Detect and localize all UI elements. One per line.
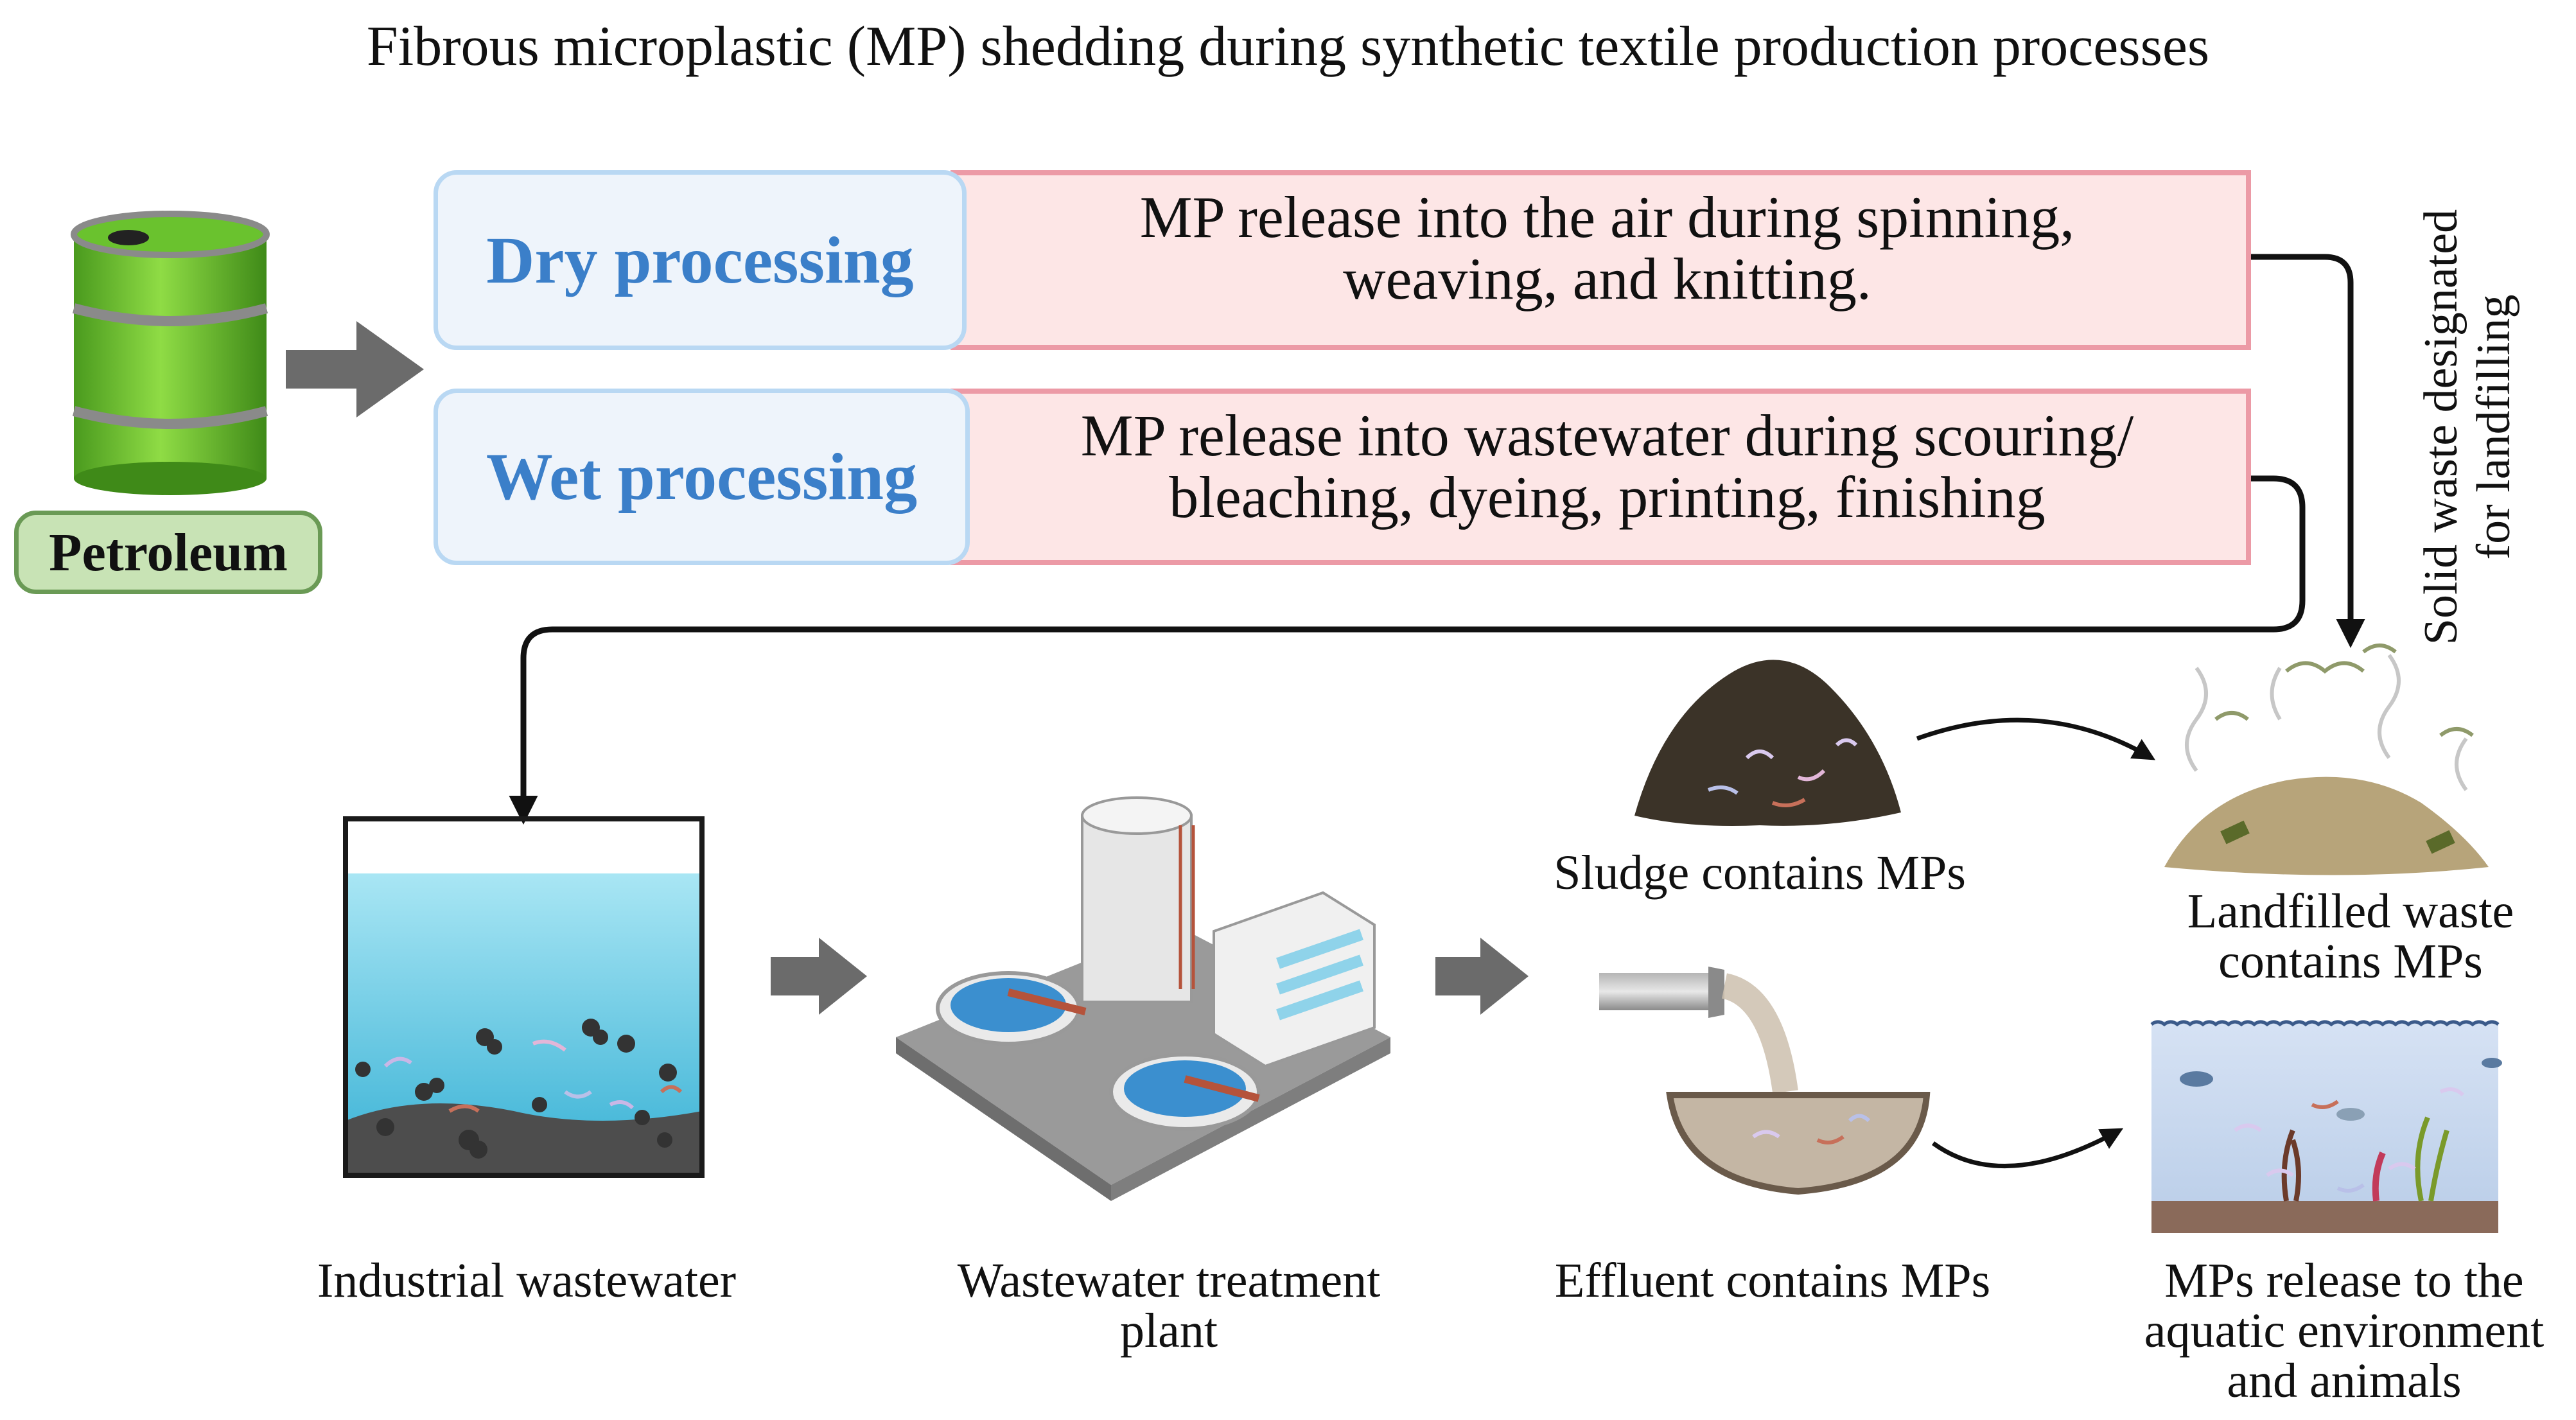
- landfill-icon: [2164, 644, 2489, 875]
- connector-wet-to-wastewater: [509, 475, 2306, 825]
- caption-aquatic-line2: aquatic environment: [2144, 1304, 2545, 1358]
- dry-processing-text-line2: weaving, and knitting.: [1343, 246, 1871, 311]
- dry-processing-text-line1: MP release into the air during spinning,: [1139, 184, 2075, 250]
- wastewater-tank-icon: [343, 816, 705, 1178]
- wet-processing-text-line1: MP release into wastewater during scouri…: [1080, 403, 2134, 468]
- caption-landfill-line1: Landfilled waste: [2187, 884, 2514, 938]
- solid-waste-label-line2: for landfilling: [2467, 294, 2520, 560]
- arrow-plant-to-effluent: [1435, 938, 1529, 1015]
- wet-processing-text-line2: bleaching, dyeing, printing, finishing: [1169, 464, 2046, 530]
- wet-processing-label: Wet processing: [434, 389, 970, 565]
- petroleum-label: Petroleum: [14, 511, 322, 594]
- wet-processing-text: MP release into wastewater during scouri…: [967, 405, 2248, 528]
- caption-effluent: Effluent contains MPs: [1554, 1254, 1991, 1308]
- connector-dry-to-landfill: [2248, 254, 2365, 648]
- sludge-pile-icon: [1634, 660, 1901, 826]
- effluent-pipe-icon: [1599, 967, 1931, 1195]
- wet-processing-description-box: [951, 389, 2251, 565]
- caption-landfill-line2: contains MPs: [2218, 934, 2483, 988]
- caption-aquatic-line3: and animals: [2227, 1354, 2462, 1408]
- petroleum-barrel-icon: [71, 211, 270, 495]
- aquatic-environment-icon: [2150, 1020, 2502, 1233]
- caption-treatment-plant-line2: plant: [1120, 1304, 1218, 1358]
- dry-processing-label: Dry processing: [434, 170, 967, 350]
- arrow-wastewater-to-plant: [771, 938, 867, 1015]
- solid-waste-label: Solid waste designated for landfilling: [2415, 177, 2524, 678]
- treatment-plant-icon: [896, 796, 1390, 1201]
- caption-landfill: Landfilled waste contains MPs: [2139, 886, 2563, 986]
- caption-sludge: Sludge contains MPs: [1554, 846, 1966, 900]
- caption-aquatic-line1: MPs release to the: [2164, 1254, 2524, 1308]
- solid-waste-label-line1: Solid waste designated: [2415, 209, 2467, 645]
- caption-industrial-wastewater: Industrial wastewater: [317, 1254, 737, 1308]
- dry-processing-text: MP release into the air during spinning,…: [967, 186, 2248, 310]
- diagram-title: Fibrous microplastic (MP) shedding durin…: [366, 15, 2210, 78]
- caption-aquatic: MPs release to the aquatic environment a…: [2113, 1256, 2575, 1406]
- caption-treatment-plant-line1: Wastewater treatment: [957, 1254, 1381, 1308]
- caption-treatment-plant: Wastewater treatment plant: [880, 1256, 1458, 1356]
- arrow-effluent-to-aquatic: [1931, 1128, 2124, 1168]
- dry-processing-description-box: [951, 170, 2251, 350]
- arrow-petroleum-to-processing: [286, 321, 424, 417]
- arrow-sludge-to-landfill: [1916, 717, 2156, 760]
